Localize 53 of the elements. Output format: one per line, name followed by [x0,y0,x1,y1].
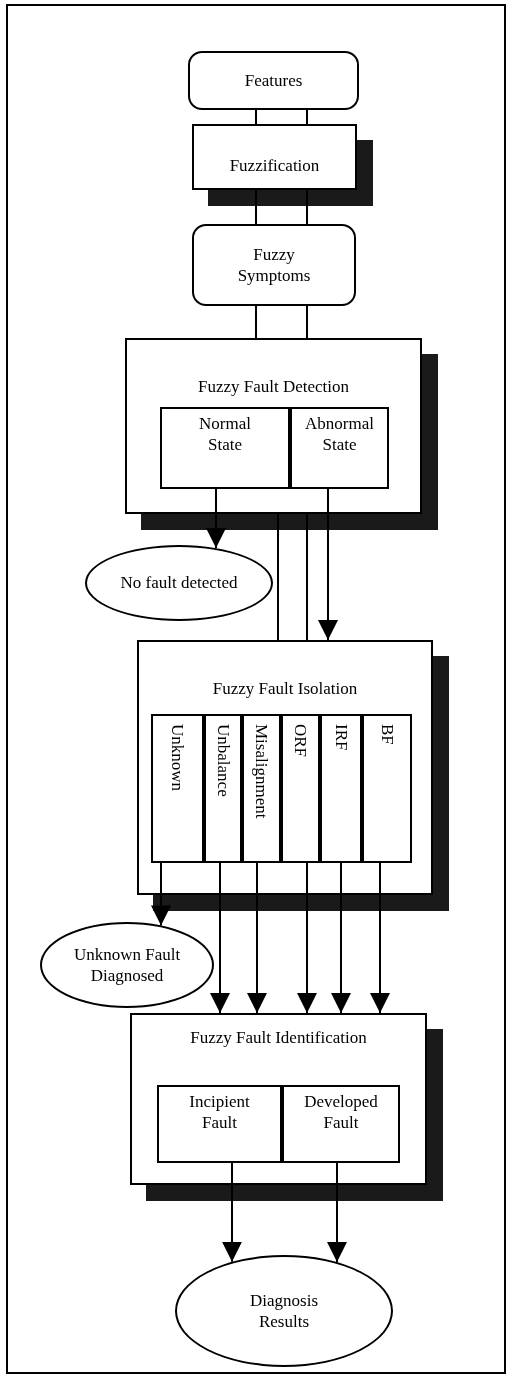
arrow [247,862,267,1014]
node-label: Fuzzification [228,154,321,176]
stage-title: Fuzzy Fault Identification [189,1027,368,1049]
arrow [151,862,171,927]
connector-line [306,305,308,339]
node-label: No fault detected [119,572,239,594]
connector-line [306,109,308,125]
arrow [370,862,390,1014]
connector-line [277,513,279,641]
node-label: Normal State [198,413,252,457]
stage-panel [125,338,422,514]
state-box [157,1085,282,1163]
node-label: Abnormal State [304,413,375,457]
stage-panel [137,640,433,895]
connector-line [255,305,257,339]
connector-line [306,513,308,641]
state-box [290,407,389,489]
arrow [327,1162,347,1264]
rounded-box [188,51,359,110]
arrow [206,488,226,550]
node-label: Diagnosis Results [249,1289,319,1333]
node-label: Misalignment [253,724,270,821]
node-label: ORF [292,724,309,760]
process-box [192,124,357,190]
class-column [151,714,204,863]
node-label: Developed Fault [303,1091,379,1135]
stage-panel [130,1013,427,1185]
connector-line [255,189,257,225]
state-box [282,1085,400,1163]
connector-line [306,189,308,225]
state-box [160,407,290,489]
rounded-box [192,224,356,306]
node-label: Features [243,69,304,92]
arrow [222,1162,242,1263]
node-label: Unknown [169,724,186,794]
arrow [331,862,351,1014]
node-label: Fuzzy Symptoms [236,243,312,287]
node-label: Unknown Fault Diagnosed [72,943,182,987]
class-column [281,714,320,863]
arrow [210,862,230,1014]
class-column [204,714,242,863]
class-column [320,714,362,863]
class-column [242,714,281,863]
class-column [362,714,412,863]
stage-title: Fuzzy Fault Detection [196,376,351,398]
arrow [318,488,338,641]
connector-line [255,109,257,125]
node-label: IRF [332,724,350,753]
node-label: Incipient Fault [188,1091,251,1135]
arrow [297,862,317,1014]
node-label: BF [378,724,396,747]
stage-title: Fuzzy Fault Isolation [211,678,359,700]
node-label: Unbalance [214,724,232,799]
